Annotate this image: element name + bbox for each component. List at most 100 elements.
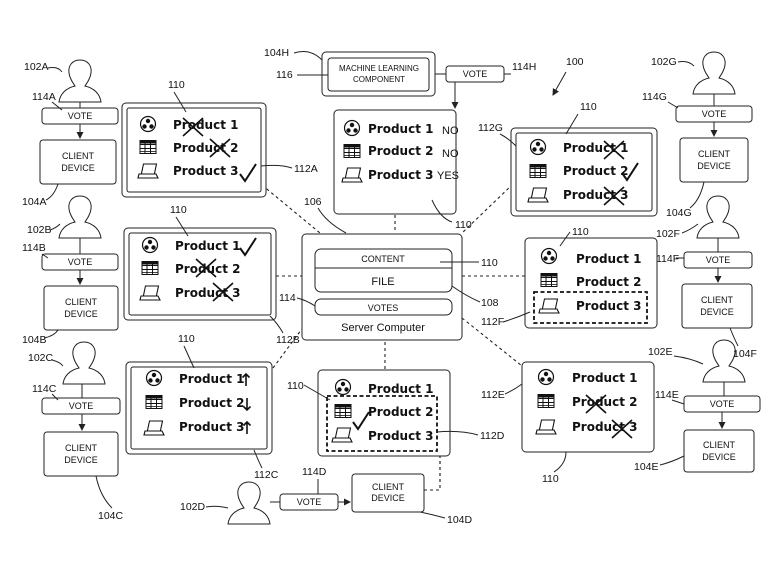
panel-b-ref: 112B — [276, 334, 300, 346]
system-ref: 100 — [566, 56, 584, 68]
client-f-device-ref: 104F — [733, 348, 757, 360]
client-a-vote: VOTE — [68, 111, 93, 121]
client-d: 102D VOTE 114D CLIENT DEVICE 104D — [180, 456, 473, 526]
client-g-device-ref: 104G — [666, 207, 692, 219]
client-f-vote: VOTE — [706, 255, 731, 265]
center-answer-3: YES — [437, 170, 459, 182]
client-d-user-ref: 102D — [180, 501, 206, 513]
center-product-2: Product 2 — [368, 144, 433, 158]
panel-g-product-1: Product 1 — [563, 141, 628, 155]
ml-ref-box: 116 — [276, 69, 293, 81]
server-title: Server Computer — [341, 322, 425, 334]
server-file-ref: 108 — [481, 297, 499, 309]
server-content-label: CONTENT — [361, 254, 405, 264]
server-ref: 106 — [304, 196, 322, 208]
panel-e-content-ref: 110 — [542, 473, 559, 485]
panel-g: Product 1 Product 2 Product 3 110 112G — [478, 101, 658, 217]
client-a: 102A VOTE 114A CLIENT DEVICE 104A — [22, 59, 119, 208]
ml-line1: MACHINE LEARNING — [339, 64, 419, 73]
panel-a-product-2: Product 2 — [173, 141, 238, 155]
panel-b: Product 1 Product 2 Product 3 110 112B — [123, 204, 300, 346]
client-d-device-l1: CLIENT — [372, 482, 405, 492]
client-g-user-ref: 102G — [651, 56, 677, 68]
panel-c-product-1: Product 1 — [179, 372, 244, 386]
panel-d-ref: 112D — [480, 430, 505, 442]
client-b-user-ref: 102B — [27, 224, 52, 236]
client-a-vote-ref: 114A — [32, 91, 56, 103]
panel-a-product-3: Product 3 — [173, 164, 238, 178]
panel-g-ref: 112G — [478, 122, 503, 134]
client-a-device-ref: 104A — [22, 196, 47, 208]
center-product-3: Product 3 — [368, 168, 433, 182]
client-d-vote: VOTE — [297, 497, 322, 507]
center-answer-2: NO — [442, 148, 459, 160]
ml-component-group: MACHINE LEARNING COMPONENT 104H 116 VOTE… — [264, 47, 584, 109]
client-e: 102E VOTE 114E CLIENT DEVICE 104E — [634, 339, 761, 473]
center-panel-ref: 110 — [455, 219, 472, 231]
center-product-1: Product 1 — [368, 122, 433, 136]
client-e-user-ref: 102E — [648, 346, 673, 358]
panel-e-product-3: Product 3 — [572, 420, 637, 434]
client-a-device-l1: CLIENT — [62, 151, 95, 161]
panel-d-product-1: Product 1 — [368, 382, 433, 396]
panel-b-product-1: Product 1 — [175, 239, 240, 253]
client-e-device-l1: CLIENT — [703, 440, 736, 450]
panel-a-ref: 112A — [294, 163, 318, 175]
client-a-device-l2: DEVICE — [61, 163, 95, 173]
panel-a-product-1: Product 1 — [173, 118, 238, 132]
panel-d-content-ref: 110 — [287, 380, 304, 392]
client-c-vote: VOTE — [69, 401, 94, 411]
panel-e-ref: 112E — [481, 389, 505, 401]
panel-f-product-2: Product 2 — [576, 275, 641, 289]
client-d-device-l2: DEVICE — [371, 493, 405, 503]
client-b-device-l1: CLIENT — [65, 297, 98, 307]
panel-e-product-2: Product 2 — [572, 395, 637, 409]
panel-d-product-2: Product 2 — [368, 405, 433, 419]
client-c-device-l1: CLIENT — [65, 443, 98, 453]
server-votes-ref: 114 — [279, 292, 296, 304]
server-computer: CONTENT FILE VOTES Server Computer 106 1… — [279, 196, 499, 341]
panel-b-product-3: Product 3 — [175, 286, 240, 300]
panel-c-content-ref: 110 — [178, 333, 195, 345]
client-f: 102F VOTE 114F CLIENT DEVICE 104F — [656, 195, 757, 360]
client-e-vote-ref: 114E — [655, 389, 679, 401]
panel-f-content-ref: 110 — [572, 226, 589, 238]
panel-a-content-ref: 110 — [168, 79, 185, 91]
server-votes-label: VOTES — [368, 303, 399, 313]
client-d-vote-ref: 114D — [302, 466, 327, 478]
panel-c-product-3: Product 3 — [179, 420, 244, 434]
client-f-device-l2: DEVICE — [700, 307, 734, 317]
client-c-device-l2: DEVICE — [64, 455, 98, 465]
client-g-vote-ref: 114G — [642, 91, 667, 103]
panel-a: Product 1 Product 2 Product 3 110 112A — [121, 79, 318, 198]
client-g-device-l1: CLIENT — [698, 149, 731, 159]
panel-b-content-ref: 110 — [170, 204, 187, 216]
panel-g-content-ref: 110 — [580, 101, 597, 113]
ml-vote-ref: 114H — [512, 61, 536, 73]
client-a-user-ref: 102A — [24, 61, 49, 73]
client-f-device-l1: CLIENT — [701, 295, 734, 305]
client-d-device-ref: 104D — [447, 514, 473, 526]
client-b-vote-ref: 114B — [22, 242, 46, 254]
client-c-device-ref: 104C — [98, 510, 124, 522]
panel-f-product-3: Product 3 — [576, 299, 641, 313]
panel-c-product-2: Product 2 — [179, 396, 244, 410]
client-f-user-ref: 102F — [656, 228, 680, 240]
client-g-device-l2: DEVICE — [697, 161, 731, 171]
client-c-user-ref: 102C — [28, 352, 54, 364]
panel-d-product-3: Product 3 — [368, 429, 433, 443]
center-answer-1: NO — [442, 125, 459, 137]
ml-line2: COMPONENT — [353, 75, 405, 84]
panel-f-product-1: Product 1 — [576, 252, 641, 266]
client-g-vote: VOTE — [702, 109, 727, 119]
client-c-vote-ref: 114C — [32, 383, 57, 395]
client-g: 102G VOTE 114G CLIENT DEVICE 104G — [642, 51, 753, 219]
panel-f: Product 1 Product 2 Product 3 110 112F — [481, 226, 658, 329]
center-top-panel: Product 1 Product 2 Product 3 NO NO YES … — [333, 109, 472, 231]
client-b-device-ref: 104B — [22, 334, 47, 346]
ml-ref-group: 104H — [264, 47, 289, 59]
client-e-vote: VOTE — [710, 399, 735, 409]
client-b-vote: VOTE — [68, 257, 93, 267]
panel-c-ref: 112C — [254, 469, 279, 481]
